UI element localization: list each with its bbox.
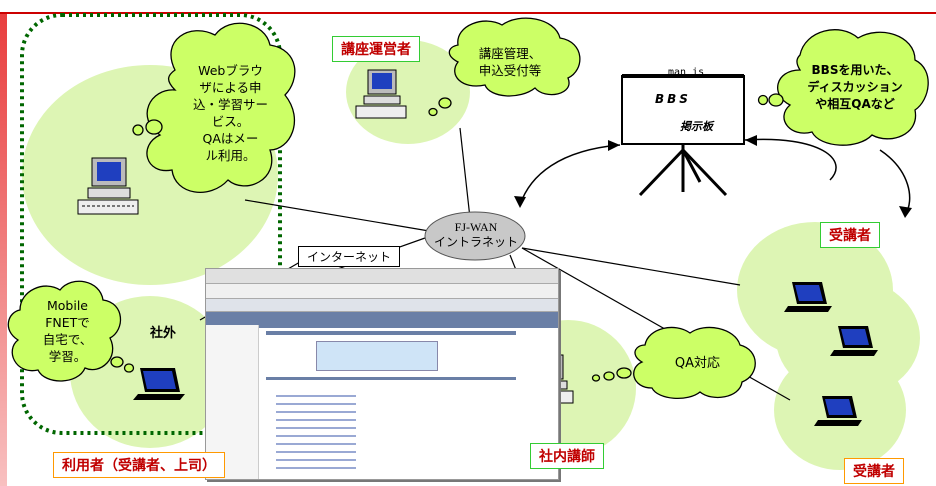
bbs-subtitle: 掲示板 (680, 120, 713, 133)
user-group-border (20, 13, 282, 435)
laptop-icon-trainee-1 (784, 282, 832, 312)
bbs-use-bubble-text: BBSを用いた、ディスカッションや相互QAなど (807, 63, 903, 111)
qa-bubble-text: QA対応 (674, 356, 721, 371)
hub-ellipse (424, 211, 526, 261)
bbs-screen-icon (621, 74, 745, 197)
trainee-label-top: 受講者 (820, 222, 880, 248)
desktop-icon-user (77, 157, 139, 215)
browser-cloud (146, 22, 296, 193)
outside-label: 社外 (150, 326, 177, 341)
laptop-icon-outside (133, 368, 185, 400)
laptop-icon-trainee-3 (814, 396, 862, 426)
internet-label: インターネット (298, 246, 401, 267)
mobile-cloud (7, 280, 122, 382)
accent-strip (0, 0, 7, 486)
user-label: 利用者（受講者、上司） (53, 452, 225, 478)
admin-bubble-text: 講座管理、申込受付等 (478, 46, 542, 78)
bbs-header: man is (668, 67, 705, 78)
browser-bubble-text: Webブラウザによる申込・学習サービス。QAはメール利用。 (192, 63, 268, 163)
laptop-icon-trainee-2 (830, 326, 878, 356)
internal-instructor-label: 社内講師 (530, 443, 604, 469)
trainee-label-bottom: 受講者 (844, 458, 904, 484)
course-admin-label: 講座運営者 (332, 36, 420, 62)
desktop-icon-admin (355, 69, 407, 119)
bbs-use-cloud (777, 29, 929, 146)
hub-label: FJ-WAN イントラネット (433, 220, 518, 249)
top-rule (0, 0, 936, 14)
qa-cloud (633, 326, 756, 399)
admin-cloud (448, 17, 581, 97)
browser-window-screenshot (205, 268, 559, 480)
bbs-title: BBS (655, 92, 691, 106)
